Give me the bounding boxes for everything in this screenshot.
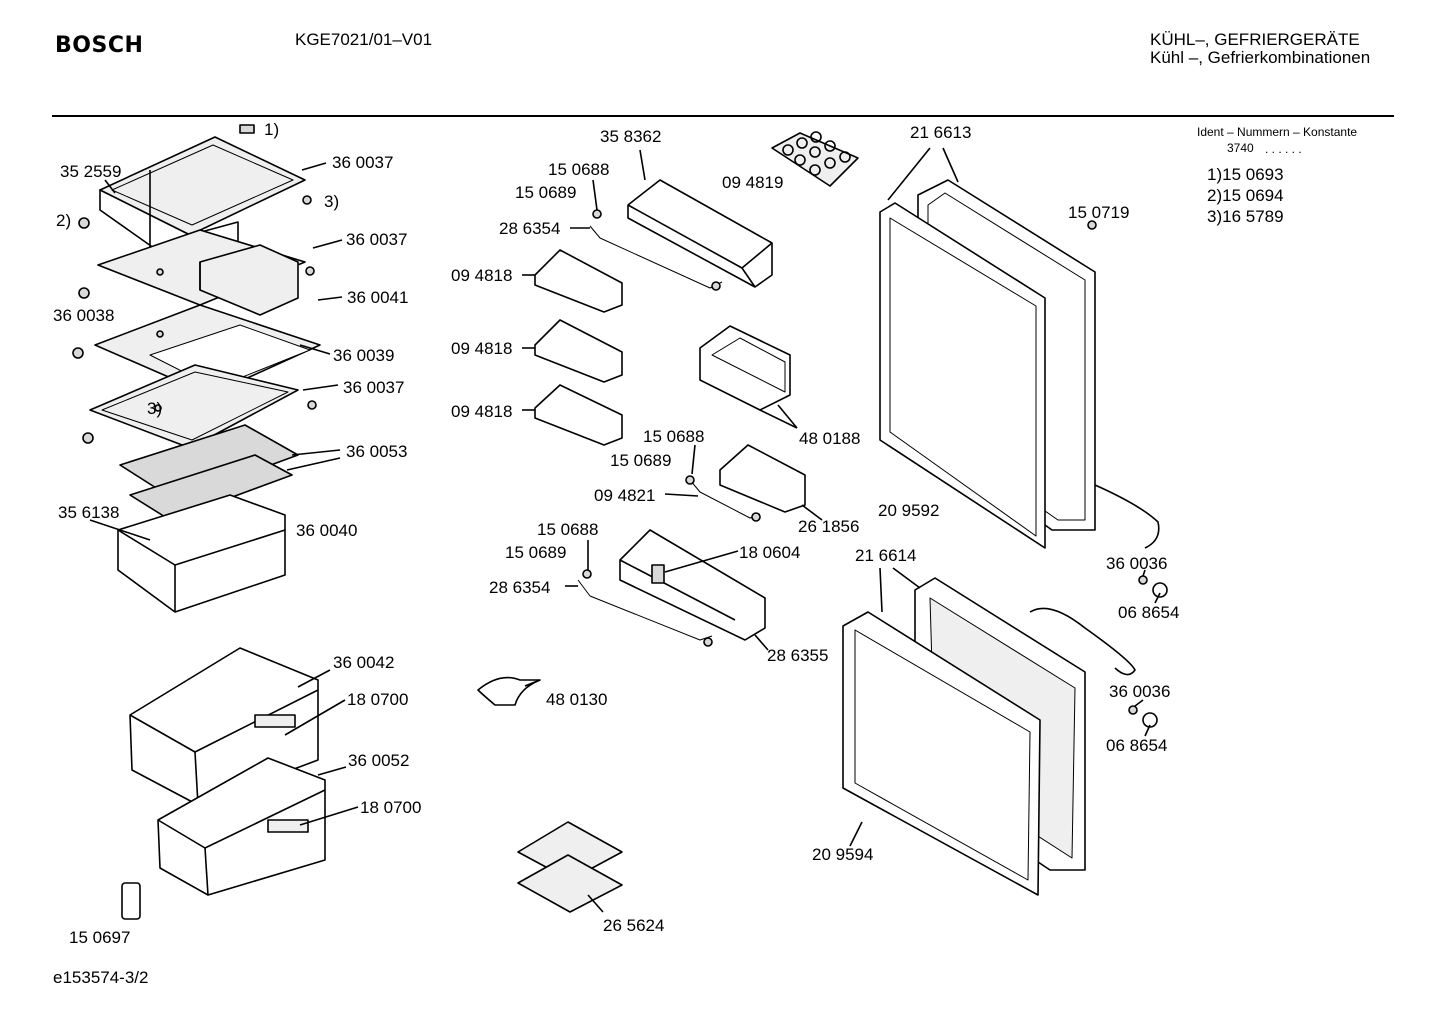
label-360040: 36 0040 [296, 521, 358, 540]
label-360039: 36 0039 [333, 346, 395, 365]
ident-constant: 3740 [1227, 141, 1254, 155]
label-p3-b: 3) [147, 399, 163, 418]
flap-480130 [477, 676, 541, 706]
ident-dots: . . . . . . [1265, 142, 1302, 156]
glass-shelf-2 [97, 229, 306, 316]
clips-middle [582, 209, 761, 647]
label-360037-a: 36 0037 [332, 153, 394, 172]
label-360037-b: 36 0037 [346, 230, 408, 249]
ident-item-3: 3)16 5789 [1207, 207, 1284, 226]
label-p3: 3) [324, 192, 340, 211]
label-265624: 26 5624 [603, 916, 665, 935]
header-divider [52, 115, 1394, 117]
door-rack-top [627, 179, 773, 288]
label-180700-b: 18 0700 [360, 798, 422, 817]
label-180700-a: 18 0700 [347, 690, 409, 709]
label-180604: 18 0604 [739, 543, 801, 562]
label-068654-a: 06 8654 [1118, 603, 1180, 622]
label-286354-a: 28 6354 [499, 219, 561, 238]
label-150688-c: 15 0688 [537, 520, 599, 539]
label-360042: 36 0042 [333, 653, 395, 672]
bottle-holder [699, 325, 791, 411]
label-150719: 15 0719 [1068, 203, 1130, 222]
category-subtitle: Kühl –, Gefrierkombinationen [1150, 48, 1371, 67]
glass-shelf-4 [89, 364, 299, 449]
label-480188: 48 0188 [799, 429, 861, 448]
label-360053: 36 0053 [346, 442, 408, 461]
category-title: KÜHL–, GEFRIERGERÄTE [1150, 30, 1360, 49]
screws-right [1128, 575, 1168, 728]
label-094819: 09 4819 [722, 173, 784, 192]
label-261856: 26 1856 [798, 517, 860, 536]
label-094821: 09 4821 [594, 486, 656, 505]
label-068654-b: 06 8654 [1106, 736, 1168, 755]
model-number: KGE7021/01–V01 [295, 30, 433, 49]
label-p1: 1) [264, 120, 280, 139]
drawing-code: e153574-3/2 [53, 968, 149, 987]
label-094818-c: 09 4818 [451, 402, 513, 421]
label-p2: 2) [56, 211, 72, 230]
label-358362: 35 8362 [600, 127, 662, 146]
clips-left [72, 195, 317, 444]
label-150688-a: 15 0688 [548, 160, 610, 179]
rack-small-261856 [719, 444, 806, 513]
ident-title: Ident – Nummern – Konstante [1197, 125, 1358, 139]
cold-packs [517, 821, 623, 913]
egg-tray [771, 131, 859, 187]
ident-item-1: 1)15 0693 [1207, 165, 1284, 184]
label-209594: 20 9594 [812, 845, 874, 864]
label-150689-b: 15 0689 [610, 451, 672, 470]
label-480130: 48 0130 [546, 690, 608, 709]
freezer-handle [1029, 607, 1136, 676]
label-360038: 36 0038 [53, 306, 115, 325]
grid-shelves [119, 424, 299, 521]
ident-item-2: 2)15 0694 [1207, 186, 1284, 205]
label-216613: 21 6613 [910, 123, 972, 142]
label-094818-a: 09 4818 [451, 266, 513, 285]
label-216614: 21 6614 [855, 546, 917, 565]
cap-150719 [1087, 220, 1097, 230]
label-286355: 28 6355 [767, 646, 829, 665]
brand-logo: BOSCH [55, 33, 144, 58]
label-150697: 15 0697 [69, 928, 131, 947]
label-150688-b: 15 0688 [643, 427, 705, 446]
label-094818-b: 09 4818 [451, 339, 513, 358]
clip-1 [239, 124, 255, 134]
label-360037-c: 36 0037 [343, 378, 405, 397]
label-150689-c: 15 0689 [505, 543, 567, 562]
label-360036-b: 36 0036 [1109, 682, 1171, 701]
label-286354-b: 28 6354 [489, 578, 551, 597]
leader-lines [89, 147, 1161, 913]
fridge-door-gasket [879, 202, 1046, 549]
label-356138: 35 6138 [58, 503, 120, 522]
label-360041: 36 0041 [347, 288, 409, 307]
label-352559: 35 2559 [60, 162, 122, 181]
drawer-lower [157, 757, 326, 896]
fridge-handle [1094, 484, 1160, 549]
label-209592: 20 9592 [878, 501, 940, 520]
label-360052: 36 0052 [348, 751, 410, 770]
door-rack-bottom [619, 529, 766, 641]
small-racks [534, 249, 623, 446]
label-360036-a: 36 0036 [1106, 554, 1168, 573]
freezer-door-gasket [842, 611, 1041, 896]
crisper-frame [117, 494, 286, 613]
label-150689-a: 15 0689 [515, 183, 577, 202]
small-gasket [121, 882, 141, 920]
